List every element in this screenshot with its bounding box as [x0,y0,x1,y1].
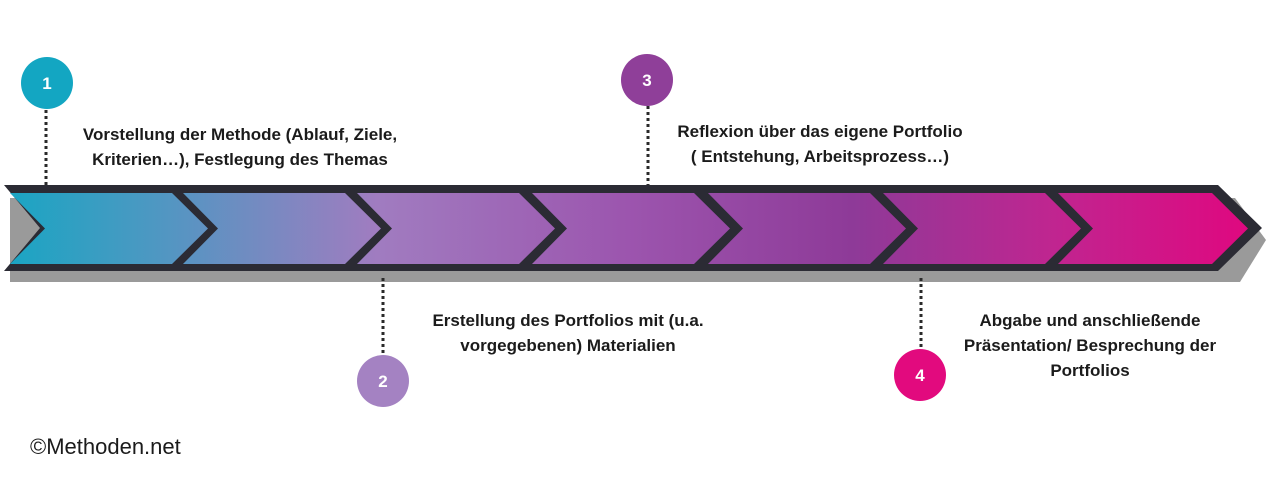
step-1-line-1: Vorstellung der Methode (Ablauf, Ziele, [82,125,398,144]
step-4-description: Abgabe und anschließende Präsentation/ B… [942,308,1238,383]
chevron-segment-4 [532,193,730,264]
step-4-line-1: Abgabe und anschließende [979,311,1201,330]
step-1-marker: 1 [21,57,73,109]
step-3-marker: 3 [621,54,673,106]
chevron-segment-5 [708,193,906,264]
chevron-segment-3 [357,193,555,264]
step-4-circle [894,349,946,401]
chevron-segment-7 [1058,193,1248,264]
step-1-description: Vorstellung der Methode (Ablauf, Ziele, … [62,122,418,172]
step-2-marker: 2 [357,355,409,407]
step-3-description: Reflexion über das eigene Portfolio ( En… [655,119,985,169]
step-2-line-1: Erstellung des Portfolios mit (u.a. [432,311,704,330]
step-1-line-2: Kriterien…), Festlegung des Themas [92,150,388,169]
step-1-circle [21,57,73,109]
timeline-chevrons [10,193,1248,264]
step-4-line-3: Portfolios [1050,361,1130,380]
step-4-line-2: Präsentation/ Besprechung der [963,336,1217,355]
copyright-notice: ©Methoden.net [30,434,181,459]
step-2-number: 2 [378,372,387,391]
step-3-number: 3 [642,71,651,90]
step-2-circle [357,355,409,407]
chevron-segment-1 [10,193,208,264]
step-4-number: 4 [915,366,925,385]
step-2-line-2: vorgegebenen) Materialien [460,336,676,355]
step-3-circle [621,54,673,106]
step-4-marker: 4 [894,349,946,401]
step-3-line-1: Reflexion über das eigene Portfolio [677,122,963,141]
chevron-segment-2 [183,193,381,264]
step-1-number: 1 [42,74,51,93]
chevron-segment-6 [883,193,1081,264]
step-3-line-2: ( Entstehung, Arbeitsprozess…) [690,147,950,166]
step-2-description: Erstellung des Portfolios mit (u.a. vorg… [412,308,724,358]
